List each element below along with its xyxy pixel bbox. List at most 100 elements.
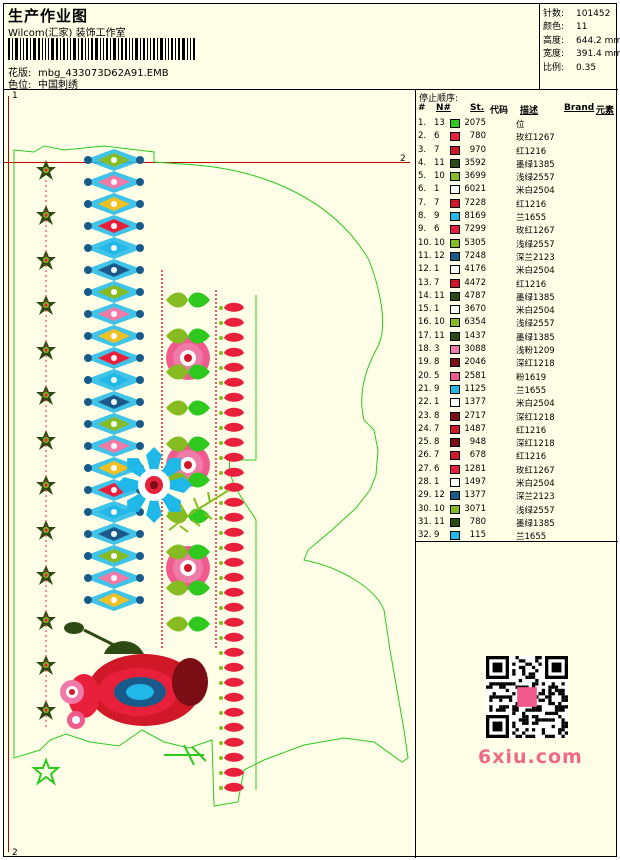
row-index: 7. [418,197,427,208]
row-needle: 8 [434,357,440,368]
color-swatch [450,225,460,235]
row-stitches: 1281 [464,463,486,474]
row-stitches: 2717 [464,410,486,421]
barcode [8,38,239,60]
row-index: 14. [418,290,432,301]
color-swatch [450,291,460,301]
color-swatch [450,384,460,394]
row-index: 23. [418,410,432,421]
row-needle: 10 [434,237,445,248]
row-needle: 10 [434,317,445,328]
row-description: 位 [516,120,525,130]
row-needle: 7 [434,277,440,288]
row-needle: 9 [434,211,440,222]
ruler-mark-top: 1 [12,91,18,101]
row-stitches: 4472 [464,277,486,288]
production-sheet: 生产作业图 Wilcom(汇家) 装饰工作室 花版:mbg_433073D62A… [3,3,620,858]
row-description: 墨绿1385 [516,292,555,303]
pattern-filename: mbg_433073D62A91.EMB [38,68,169,79]
color-swatch [450,278,460,288]
bottom-sprig-right [164,744,207,766]
row-stitches: 678 [469,450,486,461]
colorway-line: 色位:中国刺绣 [8,76,78,91]
col-brand: Brand [564,103,595,113]
fern-sprig [167,489,230,533]
row-description: 米白2504 [516,186,555,197]
color-swatch [450,451,460,461]
row-index: 26. [418,450,432,461]
row-description: 红1216 [516,279,547,290]
row-stitches: 1377 [464,397,486,408]
color-swatch [450,305,460,315]
row-needle: 13 [434,118,445,128]
row-index: 2. [418,131,427,142]
row-stitches: 3071 [464,503,486,514]
row-description: 红1216 [516,425,547,436]
row-stitches: 6021 [464,184,486,195]
design-stats: 针数:101452 颜色:11 高度:644.2 mm 宽度:391.4 mm … [540,4,620,90]
row-description: 玫红1267 [516,226,555,237]
row-index: 18. [418,344,432,355]
row-description: 兰1655 [516,213,547,224]
row-description: 米白2504 [516,479,555,490]
col-element: 元素 [596,106,615,116]
color-swatch [450,371,460,381]
row-description: 兰1655 [516,532,547,543]
row-stitches: 780 [469,516,486,527]
color-swatch [450,132,460,142]
row-needle: 7 [434,423,440,434]
row-needle: 6 [434,463,440,474]
sequence-row: 13.7 4472 红1216 [416,277,618,290]
color-swatch [450,345,460,355]
row-needle: 1 [434,184,440,195]
color-swatch [450,331,460,341]
row-description: 玫红1267 [516,133,555,144]
color-swatch [450,517,460,527]
qr-area: 6xiu.com [416,542,618,858]
color-swatch [450,424,460,434]
row-needle: 7 [434,450,440,461]
col-needle: N# [436,103,452,113]
color-swatch [450,212,460,222]
studio-name: Wilcom(汇家) 装饰工作室 [8,28,126,39]
watermark: 6xiu.com [478,746,583,768]
row-description: 米白2504 [516,399,555,410]
row-stitches: 5305 [464,237,486,248]
stat-width: 宽度:391.4 mm [543,49,620,59]
row-index: 10. [418,237,432,248]
row-index: 13. [418,277,432,288]
ruler-mark-right: 2 [400,154,406,164]
qr-code [486,656,568,738]
row-needle: 1 [434,304,440,315]
color-swatch [450,251,460,261]
col-description: 描述 [520,106,539,116]
row-index: 15. [418,304,432,315]
row-index: 32. [418,530,432,541]
row-needle: 6 [434,131,440,142]
row-description: 墨绿1385 [516,518,555,529]
color-swatch [450,119,460,128]
row-description: 浅绿2557 [516,173,555,184]
row-index: 3. [418,144,427,155]
row-description: 玫红1267 [516,465,555,476]
row-needle: 10 [434,171,445,182]
row-stitches: 970 [469,144,486,155]
stat-stitches: 针数:101452 [543,9,611,19]
row-needle: 7 [434,197,440,208]
row-stitches: 7248 [464,250,486,261]
row-description: 深兰2123 [516,252,555,263]
